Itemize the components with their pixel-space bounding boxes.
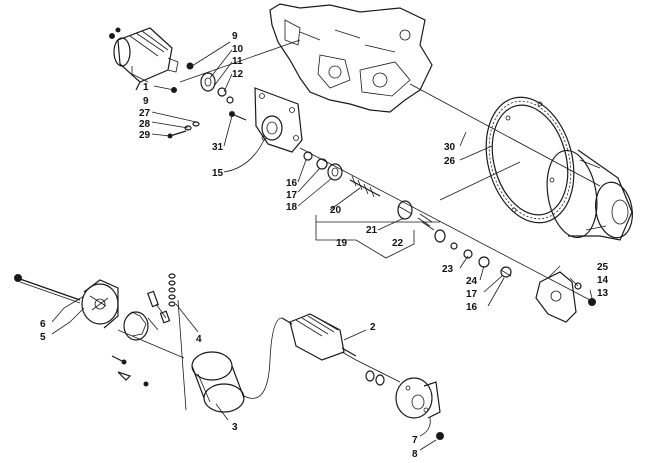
callout-3: 3 bbox=[232, 422, 238, 433]
callout-27: 27 bbox=[139, 108, 151, 119]
starter-pinion-parts bbox=[171, 62, 234, 104]
callout-8: 8 bbox=[412, 449, 418, 460]
callout-18: 18 bbox=[286, 202, 298, 213]
terminal-hardware bbox=[111, 355, 149, 387]
callout-24: 24 bbox=[466, 276, 478, 287]
callout-29: 29 bbox=[139, 130, 151, 141]
engine-block bbox=[269, 3, 433, 113]
callout-10: 10 bbox=[232, 44, 244, 55]
callout-6: 6 bbox=[40, 319, 46, 330]
callout-1: 1 bbox=[143, 82, 149, 93]
callout-23: 23 bbox=[442, 264, 454, 275]
drive-end-housing bbox=[535, 271, 596, 323]
callout-12: 12 bbox=[232, 69, 244, 80]
callout-19: 19 bbox=[336, 238, 348, 249]
commutator-end-cap bbox=[81, 279, 119, 329]
callout-14: 14 bbox=[597, 275, 609, 286]
callout-5: 5 bbox=[40, 332, 46, 343]
field-housing bbox=[191, 351, 245, 413]
starter-bracket bbox=[254, 87, 303, 153]
callout-17-lower: 17 bbox=[466, 289, 478, 300]
callout-9-upper: 9 bbox=[232, 31, 238, 42]
callout-26: 26 bbox=[444, 156, 456, 167]
callout-labels: 1 2 3 4 5 6 7 8 9 9 10 11 12 13 14 15 16… bbox=[40, 31, 609, 460]
callout-2: 2 bbox=[370, 322, 376, 333]
callout-4: 4 bbox=[196, 334, 202, 345]
callout-25: 25 bbox=[597, 262, 609, 273]
through-bolt bbox=[14, 274, 81, 304]
callout-13: 13 bbox=[597, 288, 609, 299]
callout-16-upper: 16 bbox=[286, 178, 298, 189]
end-plate bbox=[395, 377, 444, 440]
callout-28: 28 bbox=[139, 119, 151, 130]
armature bbox=[281, 313, 357, 361]
flywheel bbox=[546, 149, 633, 241]
mounting-hardware bbox=[167, 111, 247, 139]
shim-washers bbox=[168, 273, 176, 307]
callout-11: 11 bbox=[232, 56, 243, 67]
callout-20: 20 bbox=[330, 205, 342, 216]
brush-holder bbox=[123, 290, 171, 341]
assembly-lines bbox=[117, 39, 601, 411]
callout-9-lower: 9 bbox=[143, 96, 149, 107]
callout-16-lower: 16 bbox=[466, 302, 478, 313]
callout-leaders bbox=[51, 41, 593, 451]
armature-washers bbox=[365, 370, 385, 386]
callout-15: 15 bbox=[212, 168, 224, 179]
starter-motor bbox=[109, 27, 179, 91]
callout-30: 30 bbox=[444, 142, 456, 153]
callout-21: 21 bbox=[366, 225, 378, 236]
callout-31: 31 bbox=[212, 142, 224, 153]
callout-22: 22 bbox=[392, 238, 404, 249]
callout-17-upper: 17 bbox=[286, 190, 298, 201]
callout-7: 7 bbox=[412, 435, 418, 446]
ring-gear bbox=[485, 96, 575, 224]
